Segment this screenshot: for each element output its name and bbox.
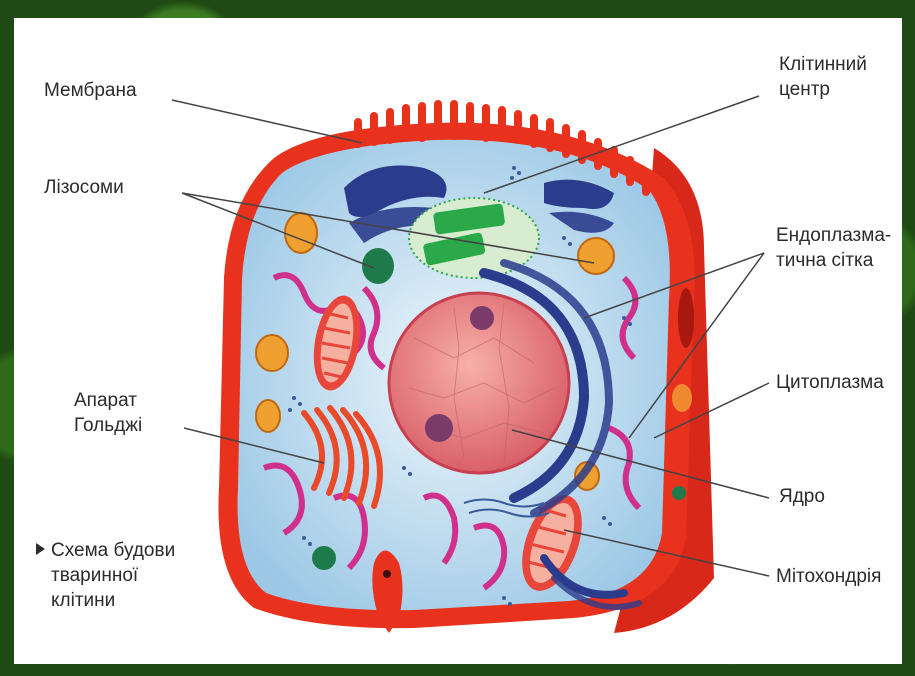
lysosome-1 <box>362 248 394 284</box>
side-vesicle-2 <box>672 384 692 412</box>
lysosome-2 <box>312 546 336 570</box>
nucleolus-1 <box>470 306 494 330</box>
label-membrane: Мембрана <box>44 78 137 103</box>
caption: Схема будови тваринної клітини <box>36 538 175 613</box>
side-lysosome <box>672 486 686 500</box>
label-nucleus: Ядро <box>779 484 825 509</box>
vesicle-dot <box>383 570 391 578</box>
triangle-marker-icon <box>36 543 45 555</box>
label-golgi: Апарат Гольджі <box>74 388 142 438</box>
caption-line-1: Схема будови <box>51 540 175 561</box>
diagram-card: Мембрана Лізосоми Апарат Гольджі Клітинн… <box>14 18 902 664</box>
side-vesicle <box>678 288 694 348</box>
label-mitochondria: Мітохондрія <box>776 564 881 589</box>
label-er: Ендоплазма- тична сітка <box>776 223 891 273</box>
caption-line-2: тваринної <box>36 563 175 588</box>
label-cell-center: Клітинний центр <box>779 52 867 102</box>
nucleolus-2 <box>425 414 453 442</box>
label-lysosomes: Лізосоми <box>44 175 124 200</box>
label-cytoplasm: Цитоплазма <box>776 370 884 395</box>
caption-line-3: клітини <box>36 588 175 613</box>
